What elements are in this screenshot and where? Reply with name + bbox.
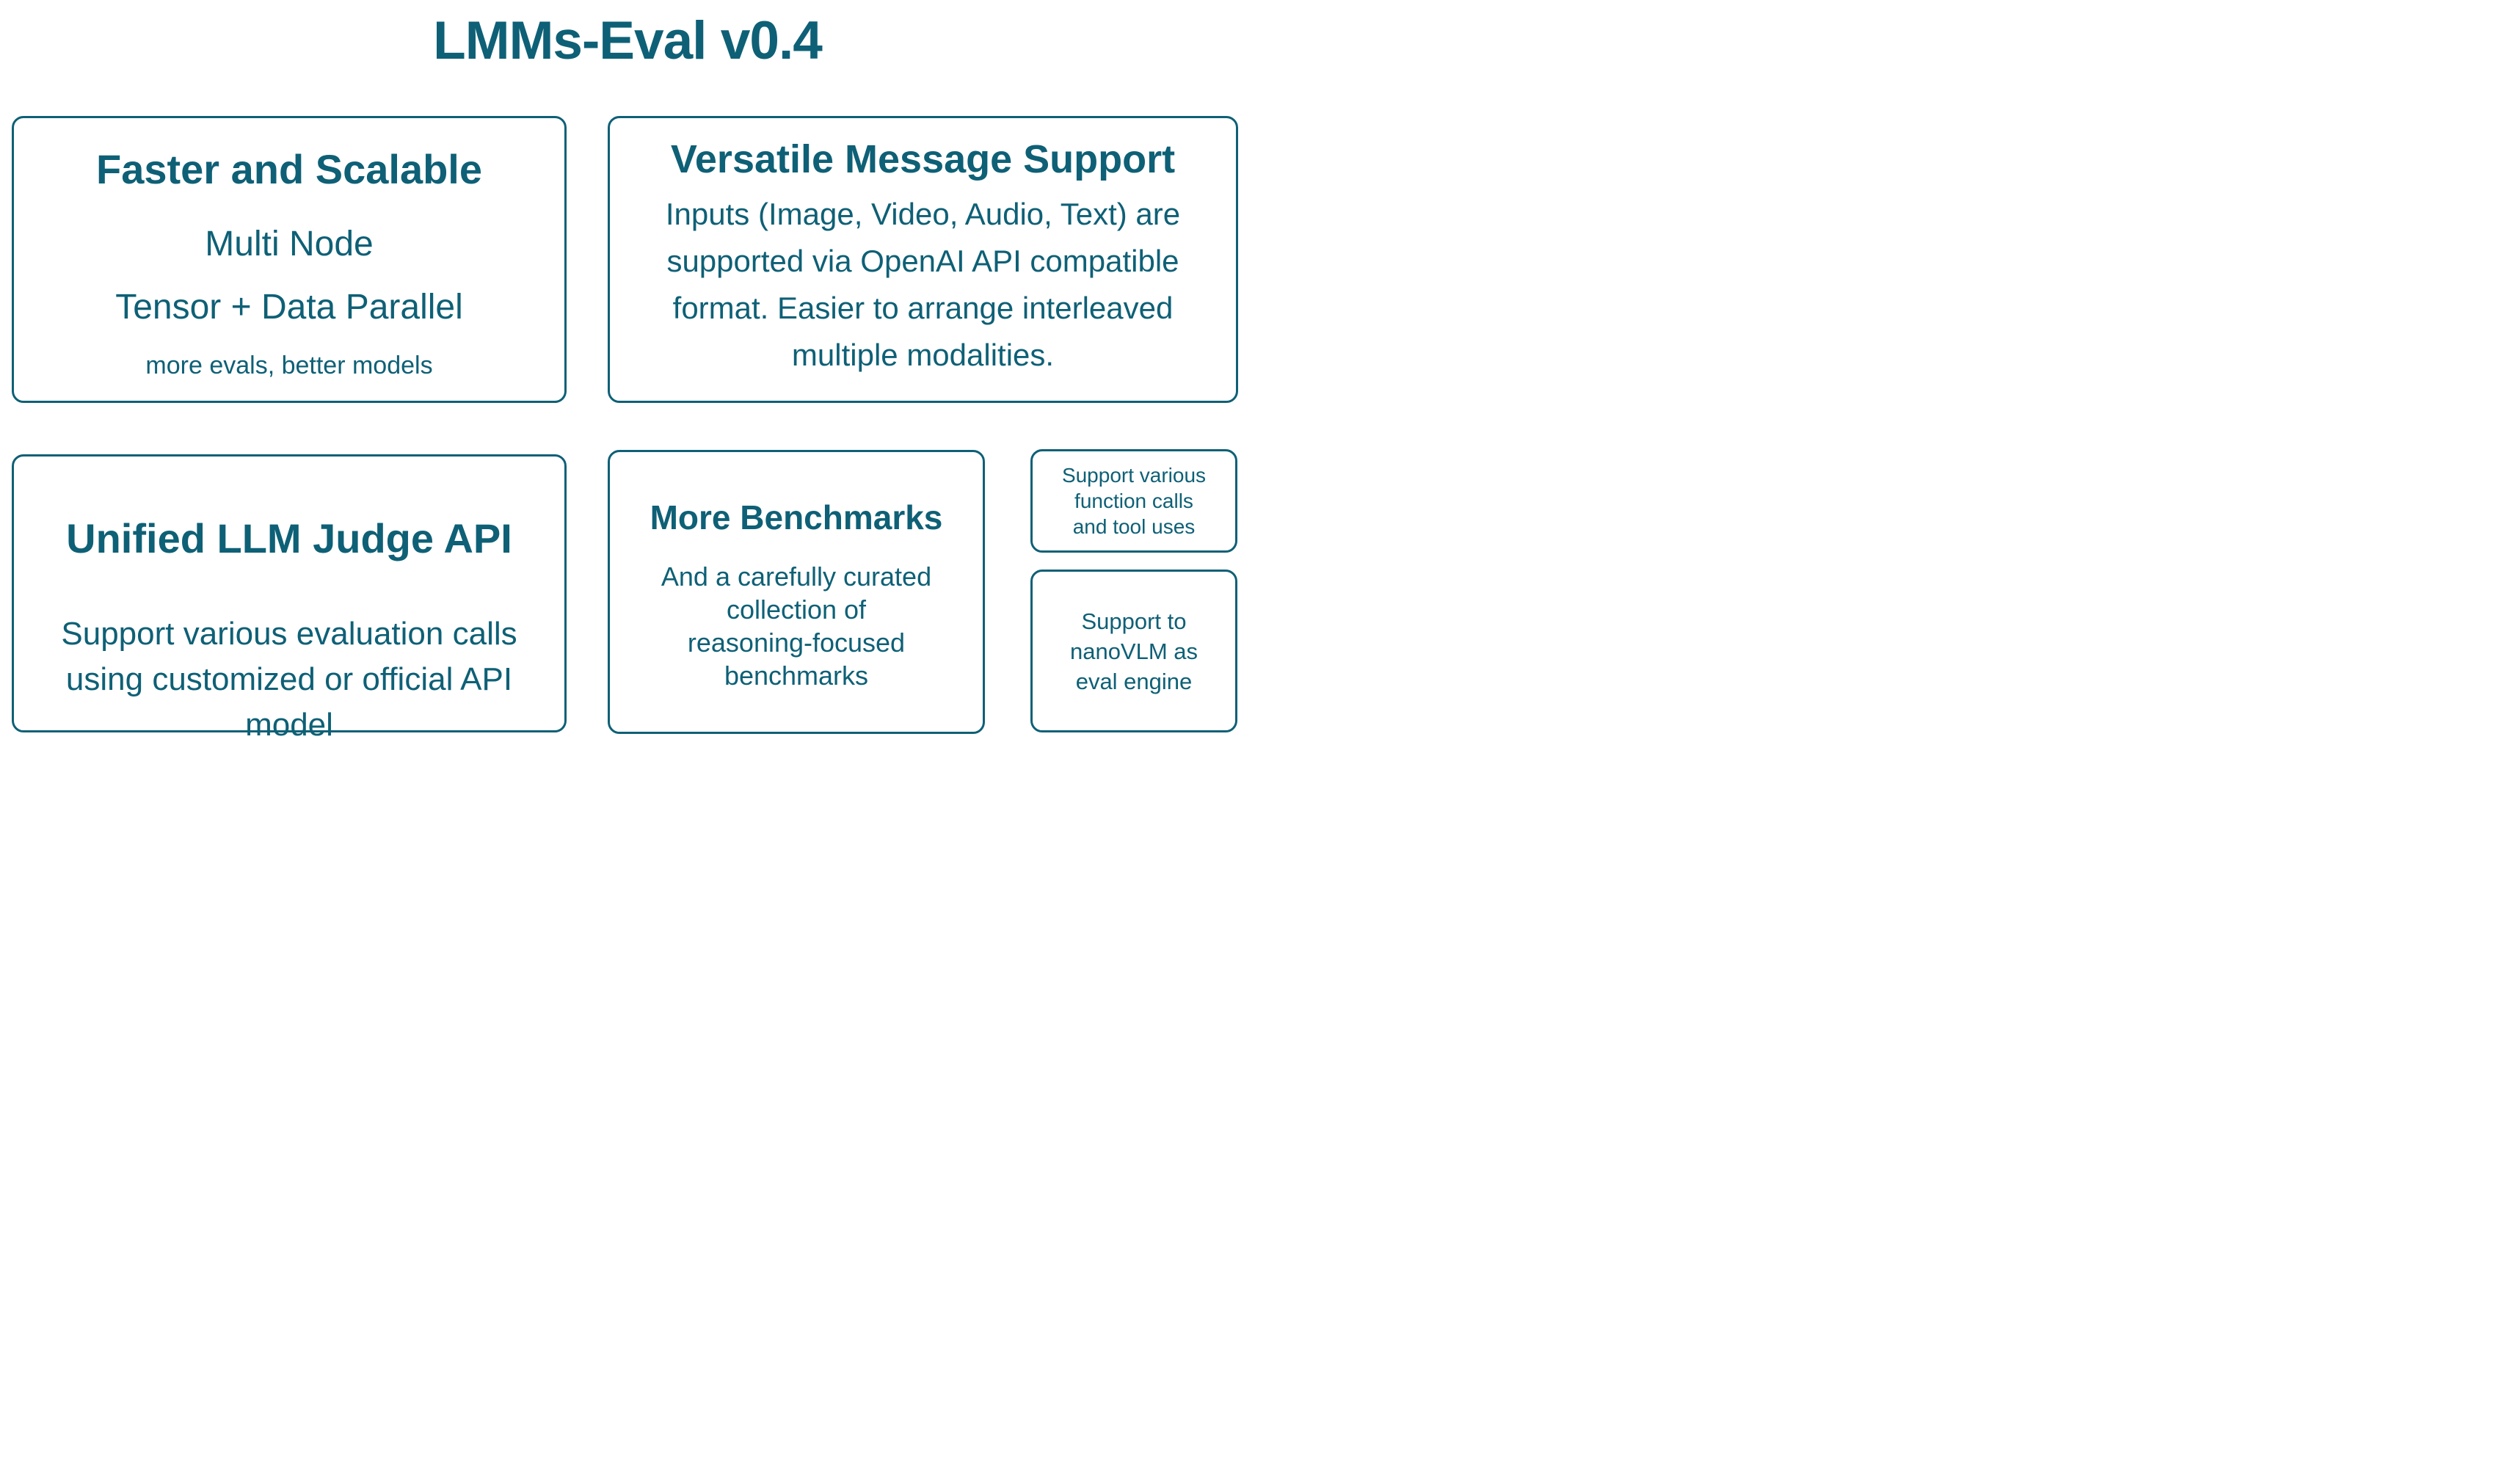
more-benchmarks-heading: More Benchmarks [650, 498, 943, 537]
card-faster-scalable: Faster and Scalable Multi Node Tensor + … [12, 116, 567, 403]
faster-scalable-heading: Faster and Scalable [95, 146, 482, 192]
llm-judge-heading: Unified LLM Judge API [66, 515, 512, 561]
llm-judge-body: Support various evaluation calls using c… [61, 616, 517, 742]
card-more-benchmarks: More Benchmarks And a carefully curated … [608, 450, 985, 734]
card-function-calls-tool-uses: Support various function calls and tool … [1030, 449, 1237, 553]
versatile-message-heading: Versatile Message Support [670, 137, 1176, 181]
function-calls-body: Support various function calls and tool … [1061, 464, 1207, 538]
card-nanovlm-eval-engine: Support to nanoVLM as eval engine [1030, 570, 1237, 732]
nanovlm-body: Support to nanoVLM as eval engine [1069, 608, 1198, 694]
page-title: LMMs-Eval v0.4 [433, 11, 823, 70]
slide: LMMs-Eval v0.4 Faster and Scalable Multi… [0, 0, 1255, 742]
faster-scalable-line-multi-node: Multi Node [205, 225, 374, 263]
faster-scalable-line-tensor-data-parallel: Tensor + Data Parallel [115, 288, 463, 327]
card-unified-llm-judge-api: Unified LLM Judge API Support various ev… [12, 454, 567, 742]
versatile-message-body: Inputs (Image, Video, Audio, Text) are s… [665, 197, 1181, 372]
faster-scalable-note: more evals, better models [145, 352, 433, 379]
more-benchmarks-body: And a carefully curated collection of re… [661, 561, 932, 691]
card-versatile-message-support: Versatile Message Support Inputs (Image,… [608, 116, 1238, 403]
